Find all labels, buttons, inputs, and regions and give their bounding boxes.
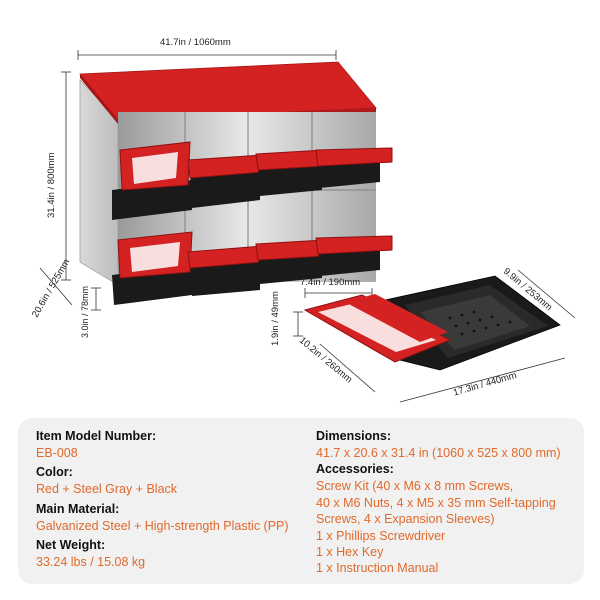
lower-trays: [112, 231, 393, 305]
dim-perch-height: 3.0in / 78mm: [80, 285, 90, 338]
weight-label: Net Weight:: [36, 538, 106, 553]
accessory-line: Screw Kit (40 x M6 x 8 mm Screws,: [316, 479, 514, 494]
accessories-label: Accessories:: [316, 462, 394, 477]
dim-width-top: 41.7in / 1060mm: [160, 37, 231, 48]
accessory-line: 40 x M6 Nuts, 4 x M5 x 35 mm Self-tappin…: [316, 495, 556, 510]
spec-column-right: Dimensions: 41.7 x 20.6 x 31.4 in (1060 …: [316, 428, 561, 577]
material-value: Galvanized Steel + High-strength Plastic…: [36, 518, 289, 533]
accessory-line: 1 x Phillips Screwdriver: [316, 528, 446, 543]
detached-tray: [303, 275, 561, 371]
color-value: Red + Steel Gray + Black: [36, 482, 178, 497]
material-label: Main Material:: [36, 501, 120, 516]
dimensions-label: Dimensions:: [316, 429, 392, 443]
product-illustration: [39, 50, 576, 403]
model-value: EB-008: [36, 446, 78, 460]
spec-panel: Item Model Number: EB-008 Color: Red + S…: [18, 418, 584, 584]
dimension-lines: [39, 50, 576, 403]
weight-value: 33.24 lbs / 15.08 kg: [36, 555, 146, 570]
dim-tray-width-top: 7.4in / 190mm: [300, 277, 361, 288]
model-label: Item Model Number:: [36, 429, 157, 443]
accessory-line: Screws, 4 x Expansion Sleeves): [316, 512, 495, 527]
dim-height-left: 31.4in / 800mm: [46, 152, 57, 218]
accessory-line: 1 x Instruction Manual: [316, 561, 439, 576]
dimensions-value: 41.7 x 20.6 x 31.4 in (1060 x 525 x 800 …: [316, 446, 561, 460]
accessory-line: 1 x Hex Key: [316, 545, 384, 560]
color-label: Color:: [36, 465, 73, 480]
upper-trays: [112, 141, 393, 220]
dim-tray-height: 1.9in / 49mm: [270, 291, 281, 346]
spec-column-left: Item Model Number: EB-008 Color: Red + S…: [36, 428, 289, 571]
